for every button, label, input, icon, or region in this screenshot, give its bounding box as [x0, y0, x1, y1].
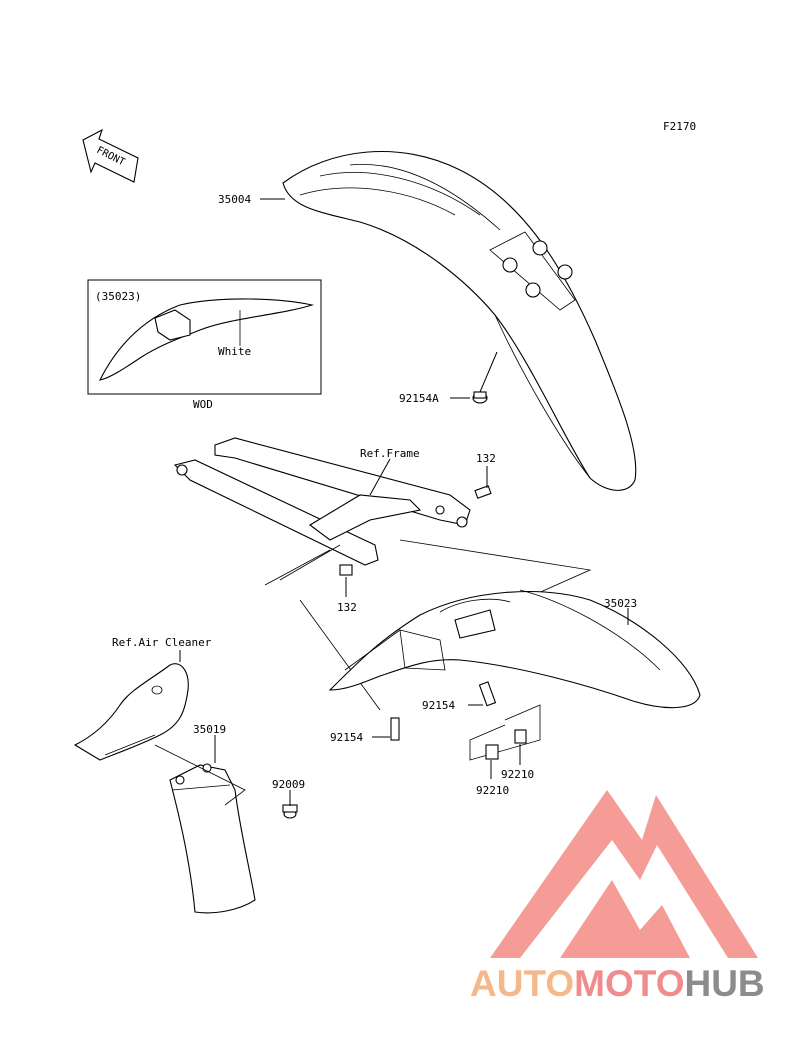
bolt-92154-upper-label: 92154: [422, 699, 455, 712]
ref-frame-label: Ref.Frame: [360, 447, 420, 460]
nut-92210-b-label: 92210: [501, 768, 534, 781]
front-arrow-icon: FRONT: [82, 128, 139, 183]
bolt-92154a-icon: [472, 391, 488, 404]
inset-color-note: White: [218, 345, 251, 358]
inset-caption: WOD: [193, 398, 213, 411]
watermark-text: AUTOMOTOHUB: [470, 963, 765, 1004]
watermark-logo-icon: [490, 790, 758, 958]
screw-92009-icon: [282, 804, 298, 819]
mud-flap: [154, 744, 256, 914]
bolt-92154a-label: 92154A: [399, 392, 439, 405]
bolt-132-top-label: 132: [476, 452, 496, 465]
nut-92210-a-icon: [485, 744, 499, 760]
air-cleaner: [73, 663, 189, 761]
bolt-92154-lower-label: 92154: [330, 731, 363, 744]
bolt-92154-upper-icon: [478, 681, 497, 707]
bolt-132-bottom-label: 132: [337, 601, 357, 614]
front-fender: [282, 150, 637, 491]
inset-part-number: (35023): [95, 290, 141, 303]
bolt-92154-lower-icon: [390, 717, 400, 741]
mud-flap-label: 35019: [193, 723, 226, 736]
screw-92009-label: 92009: [272, 778, 305, 791]
figure-code: F2170: [663, 120, 696, 133]
nut-92210-b-icon: [514, 729, 527, 744]
nut-92210-a-label: 92210: [476, 784, 509, 797]
ref-air-cleaner-label: Ref.Air Cleaner: [112, 636, 212, 649]
front-fender-label: 35004: [218, 193, 251, 206]
rear-fender: [328, 589, 701, 709]
inset-box: (35023) White: [87, 279, 322, 395]
bolt-132-top-icon: [474, 485, 492, 499]
frame: [173, 437, 471, 586]
rear-fender-label: 35023: [604, 597, 637, 610]
nuts-92210-group: [469, 704, 541, 761]
bolt-132-bottom-icon: [339, 564, 353, 576]
